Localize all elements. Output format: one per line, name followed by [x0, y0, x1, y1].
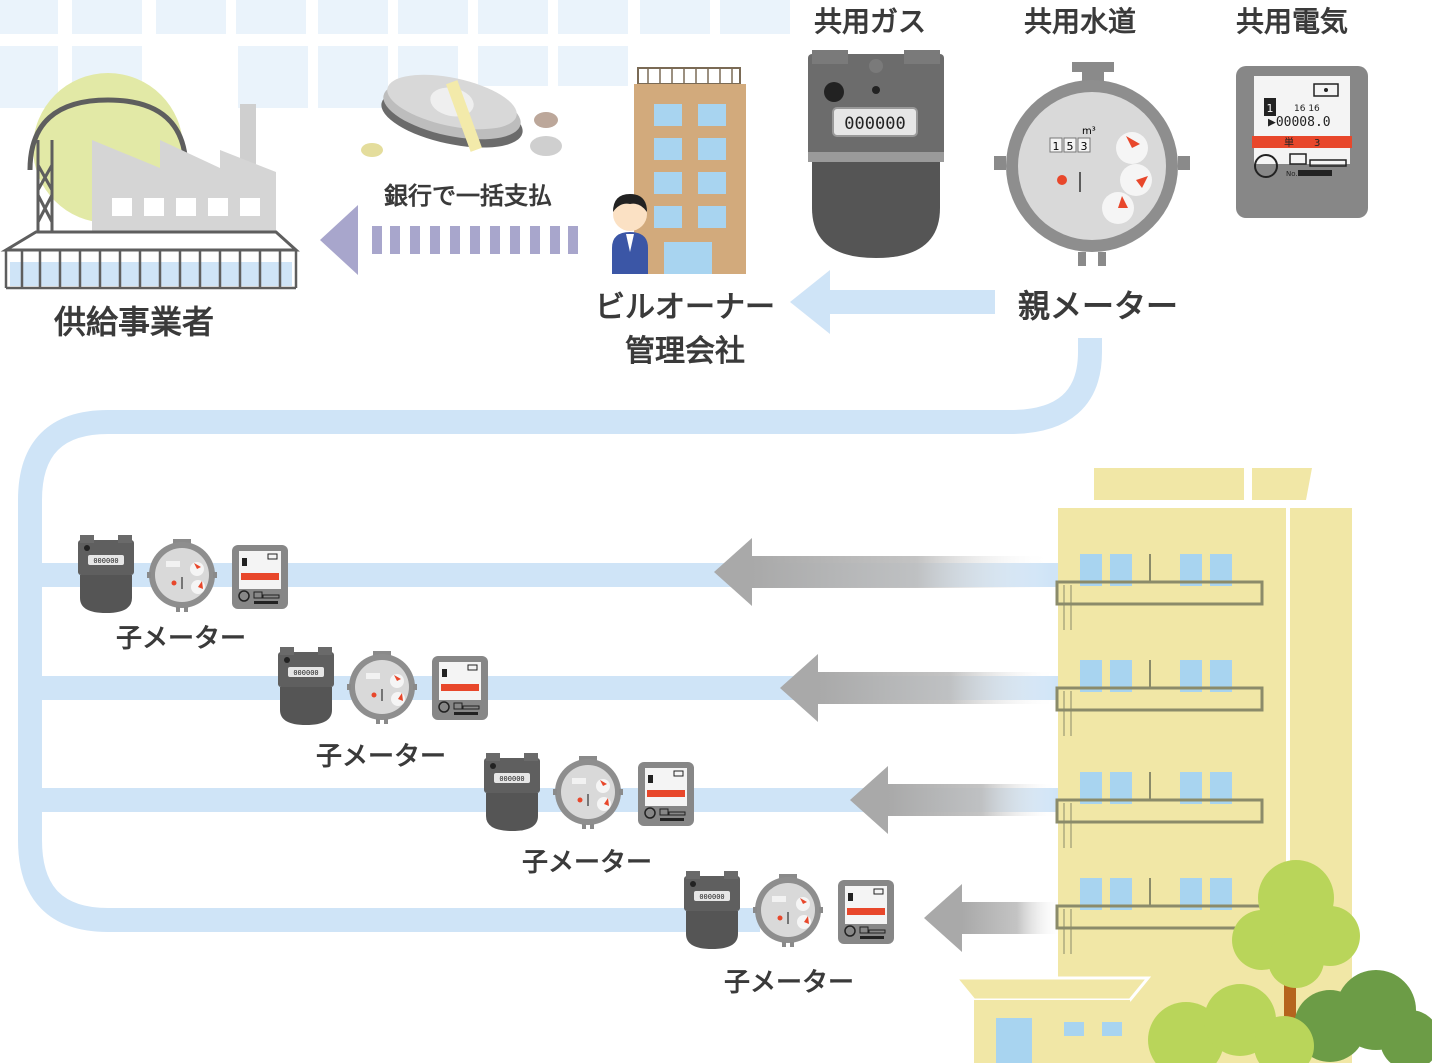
water-unit: m³	[1082, 126, 1096, 137]
electric-label: 共用電気	[1236, 5, 1349, 38]
tree-icon	[1148, 860, 1432, 1063]
money-bundle-icon	[361, 74, 562, 157]
child-meter-label: 子メーター	[724, 968, 855, 998]
grey-arrow	[780, 654, 1058, 722]
child-meter-set	[278, 647, 489, 725]
gas-counter: 000000	[844, 114, 905, 134]
water-digit: 3	[1081, 140, 1088, 153]
gas-label: 共用ガス	[814, 5, 927, 38]
child-meter-label: 子メーター	[116, 624, 247, 654]
office-building-icon	[634, 67, 746, 274]
electric-reading: ▶00008.0	[1268, 115, 1331, 130]
child-meter-set	[484, 753, 695, 831]
payment-label: 銀行で一括支払	[384, 182, 552, 210]
grey-arrow	[850, 766, 1058, 834]
water-meter-icon: 1 5 3 m³	[994, 62, 1190, 266]
water-label: 共用水道	[1024, 5, 1137, 38]
grey-arrow	[714, 538, 1052, 606]
payment-arrow	[320, 205, 578, 275]
electric-band: 単 3	[1284, 136, 1320, 149]
water-digit: 1	[1053, 140, 1060, 153]
water-digit: 5	[1067, 140, 1074, 153]
electric-small: 16 16	[1294, 104, 1320, 114]
supplier-label: 供給事業者	[54, 303, 215, 341]
child-meter-set	[684, 871, 895, 949]
owner-label-line1: ビルオーナー	[595, 290, 775, 325]
owner-label-line2: 管理会社	[625, 334, 745, 369]
electric-no: No.	[1286, 170, 1298, 178]
grey-arrow	[924, 884, 1062, 952]
owner-label: ビルオーナー 管理会社	[590, 286, 780, 374]
child-meter-set	[78, 535, 289, 613]
gas-meter-icon: 000000	[808, 50, 944, 258]
billing-arrow	[790, 270, 995, 334]
parent-meter-label: 親メーター	[1018, 287, 1179, 325]
background-grid	[0, 0, 790, 108]
child-meter-label: 子メーター	[316, 742, 447, 772]
factory-gas-tank-icon	[0, 73, 300, 290]
apartment-building-icon	[952, 468, 1352, 1063]
child-meter-label: 子メーター	[522, 848, 653, 878]
electric-meter-icon: 1 16 16 ▶00008.0 単 3 No.	[1236, 66, 1368, 218]
electric-flag: 1	[1267, 102, 1274, 115]
person-icon	[612, 194, 648, 274]
